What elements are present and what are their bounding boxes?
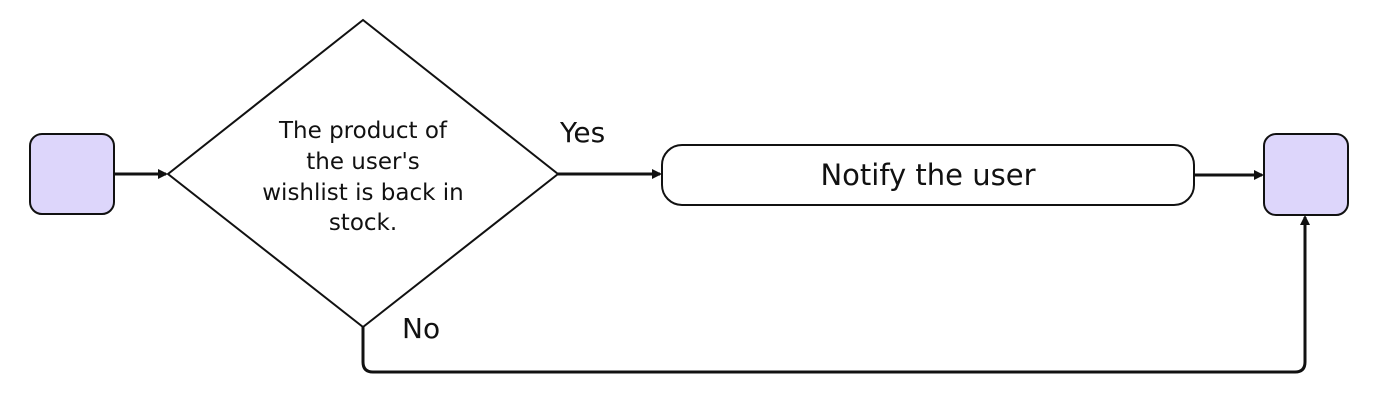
decision-line-2: the user's <box>306 148 420 175</box>
decision-line-4: stock. <box>328 210 398 237</box>
decision-line-3: wishlist is back in <box>262 179 464 206</box>
decision-line-1: The product of <box>278 118 448 144</box>
end-terminal <box>1263 133 1349 216</box>
decision-label: The product of the user's wishlist is ba… <box>228 116 498 239</box>
start-terminal <box>29 133 115 215</box>
no-arrow <box>361 215 1310 374</box>
yes-branch-label: Yes <box>560 116 606 149</box>
notify-user-label: Notify the user <box>820 158 1036 192</box>
no-branch-label: No <box>402 312 441 345</box>
